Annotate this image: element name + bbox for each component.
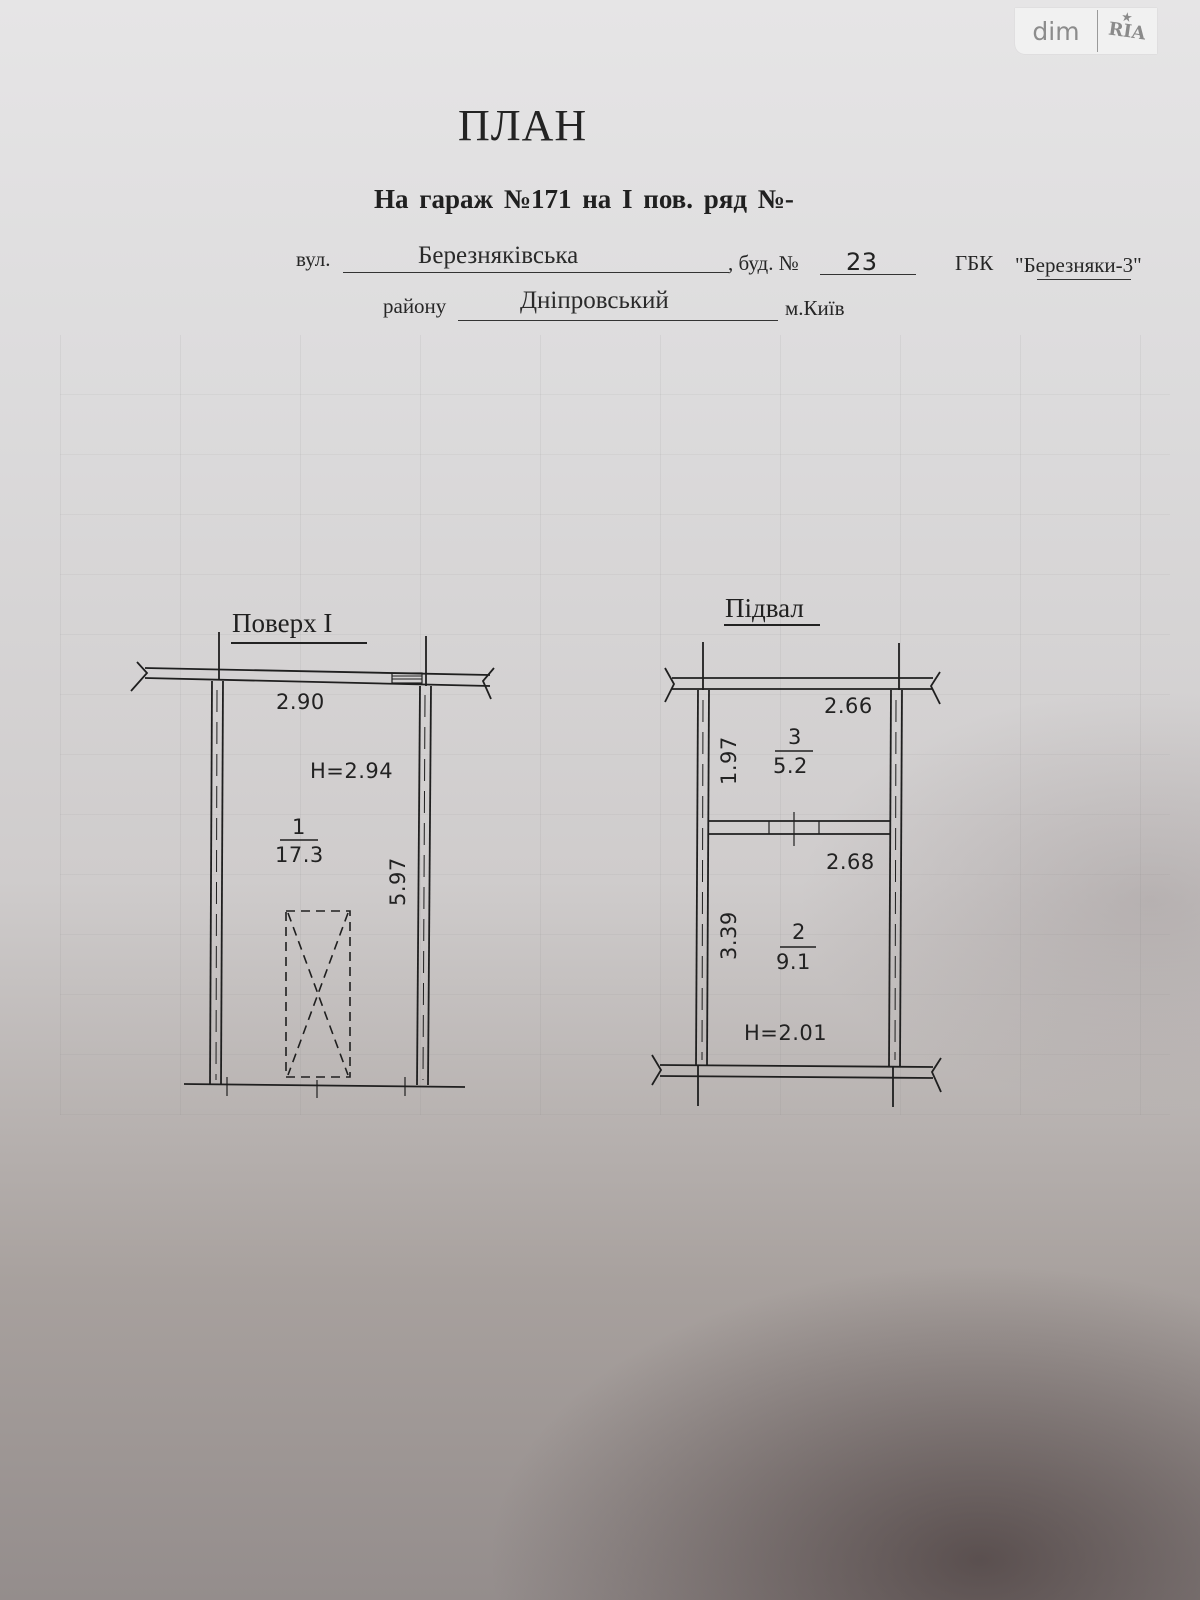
basement-top-wall (664, 642, 941, 705)
building-label: , буд. № (728, 251, 799, 275)
floor1-label: Поверх І (232, 608, 333, 638)
room2-area: 9.1 (776, 950, 811, 974)
room3-number: 3 (788, 725, 802, 749)
room2-length-dim: 3.39 (717, 911, 741, 960)
inspection-pit-icon (285, 910, 351, 1078)
street-label: вул. (296, 247, 331, 271)
building-value: 23 (846, 248, 878, 276)
cooperative-underline (1037, 279, 1131, 280)
room1-number: 1 (292, 815, 306, 839)
floor1-label-underline (231, 642, 367, 644)
room2-width-dim: 2.68 (826, 850, 875, 874)
floor1-top-wall (130, 632, 495, 700)
room1-area: 17.3 (275, 843, 324, 867)
room3-length-dim: 1.97 (717, 736, 741, 785)
street-underline (343, 272, 729, 273)
street-value: Березняківська (418, 242, 579, 269)
floor1-width-dim: 2.90 (276, 690, 325, 714)
floor1-right-wall (416, 685, 432, 1086)
document-title: ПЛАН (458, 101, 588, 150)
district-label: району (383, 294, 447, 318)
room2-height-label: H=2.01 (744, 1021, 828, 1045)
district-value: Дніпровський (520, 287, 669, 314)
floor1-bottom-line (183, 1083, 466, 1088)
basement-label-underline (724, 624, 820, 626)
basement-label: Підвал (725, 593, 804, 623)
watermark-divider (1097, 10, 1098, 52)
floor1-height-label: H=2.94 (310, 759, 394, 783)
room2-number: 2 (792, 920, 806, 944)
dimria-watermark-logo: dim ★RIA (1015, 8, 1157, 54)
document-subtitle: На гараж №171 на І пов. ряд №- (374, 184, 794, 214)
city-label: м.Київ (785, 296, 845, 320)
watermark-dim-text: dim (1032, 16, 1080, 46)
floor1-left-wall (209, 680, 224, 1086)
building-underline (820, 274, 916, 275)
district-underline (458, 320, 778, 321)
cooperative-value: "Березняки-3" (1015, 253, 1142, 277)
basement-bottom-wall (651, 1054, 942, 1107)
floor1-length-dim: 5.97 (386, 857, 410, 906)
cooperative-label: ГБК (955, 251, 994, 275)
room3-area: 5.2 (773, 754, 808, 778)
basement-left-wall (695, 689, 710, 1067)
room3-width-dim: 2.66 (824, 694, 873, 718)
basement-partition-wall (709, 812, 891, 846)
basement-right-wall (888, 689, 903, 1067)
